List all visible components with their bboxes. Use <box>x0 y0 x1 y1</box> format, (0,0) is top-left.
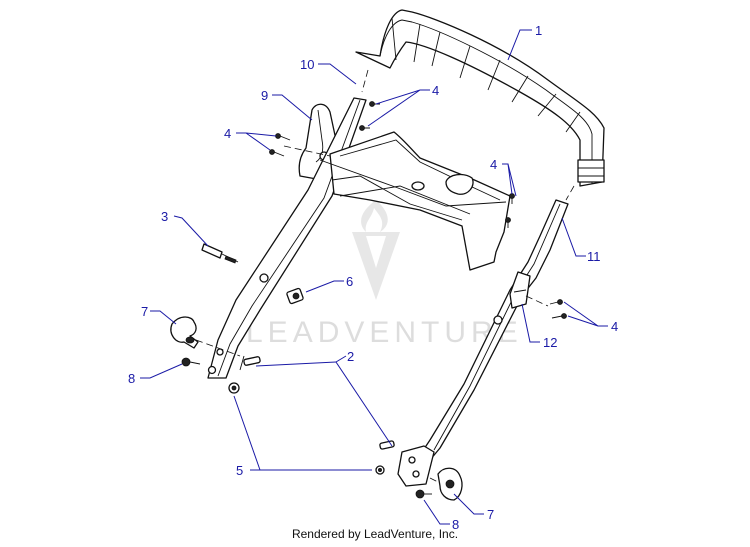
screws-part-4 <box>269 101 567 319</box>
cable-clip-part-6 <box>286 287 304 305</box>
callout-2: 2 <box>347 349 354 364</box>
cable-part-3 <box>201 243 239 264</box>
nut-upper-part-5 <box>228 382 240 394</box>
callout-1: 1 <box>535 23 542 38</box>
callout-8-left: 8 <box>128 371 135 386</box>
leader-lines <box>140 29 608 525</box>
handle-alignment-line-left <box>361 69 369 93</box>
cross-brace-bracket <box>319 131 511 271</box>
callout-4-right-lower: 4 <box>611 319 618 334</box>
callout-4-left: 4 <box>224 126 231 141</box>
fastener-axis-left <box>283 145 331 157</box>
wing-knob-right-part-7 <box>437 467 463 501</box>
callout-10: 10 <box>300 57 314 72</box>
watermark-text: LEADVENTURE <box>246 316 523 349</box>
callout-9: 9 <box>261 88 268 103</box>
carriage-bolt-upper-part-2 <box>239 355 261 371</box>
callout-7-left: 7 <box>141 304 148 319</box>
fastener-axis-right <box>525 295 549 307</box>
footer-credit: Rendered by LeadVenture, Inc. <box>291 527 459 541</box>
callout-labels: 1 2 3 4 4 4 4 5 6 7 7 8 8 9 10 11 12 <box>128 23 618 532</box>
callout-11: 11 <box>587 249 601 264</box>
wing-knob-left-part-7 <box>170 316 199 349</box>
callout-5: 5 <box>236 463 243 478</box>
lower-right-plate <box>397 445 435 487</box>
callout-4-right-upper: 4 <box>490 157 497 172</box>
handle-alignment-line-right <box>565 185 575 201</box>
callout-8-right: 8 <box>452 517 459 532</box>
callout-4-upper: 4 <box>432 83 439 98</box>
right-bracket-part-12 <box>509 271 531 309</box>
callout-7-right: 7 <box>487 507 494 522</box>
carriage-bolt-lower-part-2 <box>379 440 395 450</box>
callout-3: 3 <box>161 209 168 224</box>
screw-right-part-8 <box>415 489 432 499</box>
fastener-axis-knob-left <box>195 339 241 357</box>
leadventure-watermark-logo <box>352 200 400 300</box>
upper-handle-part-1 <box>355 9 605 187</box>
fastener-axis-knob-right <box>429 477 439 483</box>
nut-lower-part-5 <box>375 465 385 475</box>
callout-6: 6 <box>346 274 353 289</box>
screw-left-part-8 <box>181 357 201 367</box>
callout-12: 12 <box>543 335 557 350</box>
